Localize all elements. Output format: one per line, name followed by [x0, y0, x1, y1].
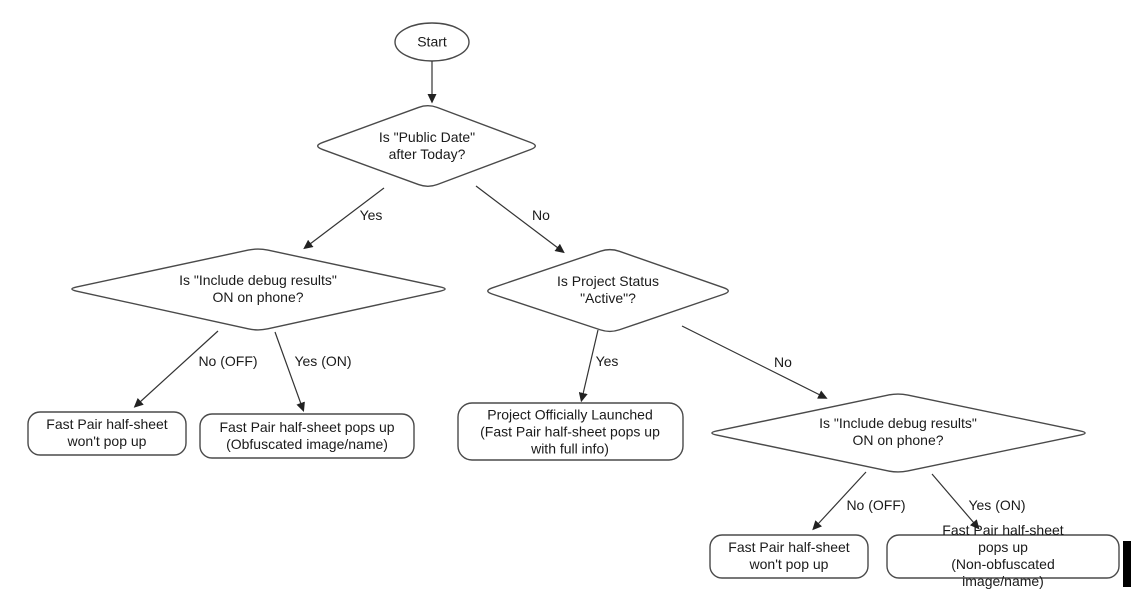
outcome-no-popup-right-label: Fast Pair half-sheet won't pop up	[728, 539, 850, 572]
edge-public-date-no	[475, 185, 565, 254]
edge-label-debug-left-no-off: No (OFF)	[198, 353, 258, 369]
edge-label-debug-left-yes-on: Yes (ON)	[294, 353, 352, 369]
edge-public-date-yes	[303, 187, 385, 250]
outcome-no-popup-left-shape	[27, 411, 187, 456]
decision-debug-results-left-shape	[71, 248, 446, 331]
decision-public-date-label: Is "Public Date" after Today?	[378, 129, 476, 162]
edge-debug-right-yes-on	[931, 473, 980, 530]
edge-debug-left-yes-on	[274, 331, 305, 412]
edge-label-project-status-no: No	[774, 354, 792, 370]
outcome-launched-shape	[457, 402, 684, 461]
decision-debug-results-right-label: Is "Include debug results" ON on phone?	[819, 415, 977, 448]
edge-label-public-date-no: No	[532, 207, 550, 223]
outcome-no-popup-right-shape	[709, 534, 869, 579]
decision-public-date-shape	[316, 105, 537, 187]
text-cursor-artifact	[1123, 541, 1131, 587]
edge-project-status-no	[681, 325, 828, 399]
decision-project-status-shape	[487, 248, 729, 333]
outcome-obfuscated-shape	[199, 413, 415, 459]
edge-project-status-yes	[578, 329, 599, 403]
edge-debug-right-no-off	[812, 471, 867, 531]
outcome-launched-label: Project Officially Launched (Fast Pair h…	[480, 406, 660, 457]
edge-label-debug-right-no-off: No (OFF)	[846, 497, 906, 513]
decision-debug-results-right-shape	[711, 393, 1086, 473]
outcome-obfuscated-label: Fast Pair half-sheet pops up (Obfuscated…	[219, 419, 395, 452]
decision-project-status-label: Is Project Status "Active"?	[557, 273, 659, 306]
outcome-no-popup-left-label: Fast Pair half-sheet won't pop up	[46, 416, 168, 449]
start-label: Start	[417, 33, 447, 50]
edge-label-public-date-yes: Yes	[359, 207, 383, 223]
decision-debug-results-left-label: Is "Include debug results" ON on phone?	[179, 272, 337, 305]
edge-label-debug-right-yes-on: Yes (ON)	[968, 497, 1026, 513]
edge-label-project-status-yes: Yes	[595, 353, 619, 369]
outcome-non-obfuscated-label: Fast Pair half-sheet pops up (Non-obfusc…	[942, 522, 1064, 589]
outcome-non-obfuscated-shape	[886, 534, 1120, 579]
edge-debug-left-no-off	[133, 330, 219, 408]
